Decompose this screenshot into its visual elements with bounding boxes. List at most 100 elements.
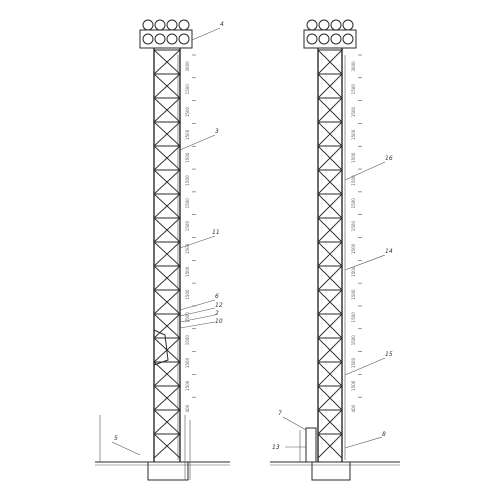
left-callout-2: 2 (179, 310, 219, 323)
left-tower: 3000 1500 1500 1500 1500 1500 1500 1500 1500 1500… (95, 19, 230, 481)
dimension-label: 1500 (351, 335, 356, 346)
right-floodlight-head (303, 19, 357, 49)
dimension-label: 1500 (351, 357, 356, 368)
left-callout-label: 10 (215, 318, 223, 325)
lattice-diagonal (153, 73, 181, 99)
dimension-label: 1500 (351, 289, 356, 300)
right-tower: 3000150015001500150015001500150015001500… (270, 19, 400, 481)
dimension-label: 1500 (185, 106, 190, 117)
lattice-diagonal (153, 409, 181, 435)
dimension-label: 1500 (185, 266, 190, 277)
left-callout-label: 4 (220, 21, 224, 28)
dimension-label: 1500 (185, 129, 190, 140)
left-callout-label: 3 (215, 128, 219, 135)
right-callout-16: 16 (344, 155, 393, 181)
lattice-diagonal (317, 193, 343, 219)
dimension-label: 1500 (351, 198, 356, 209)
dimension-label: 1500 (351, 175, 356, 186)
lattice-diagonal (153, 121, 181, 147)
lattice-diagonal (153, 145, 181, 171)
dimension-label: 3000 (185, 61, 190, 72)
lattice-diagonal (317, 433, 343, 459)
right-callout-8: 8 (344, 431, 386, 449)
right-foundation (270, 427, 400, 481)
left-callout-12: 12 (179, 302, 223, 317)
lattice-diagonal (317, 217, 343, 243)
dimension-label: 1500 (185, 84, 190, 95)
lattice-diagonal (317, 313, 343, 339)
lattice-diagonal (153, 49, 181, 75)
dimension-label: 1500 (185, 221, 190, 232)
lattice-diagonal (317, 265, 343, 291)
right-lattice-bracing (317, 49, 343, 459)
lattice-diagonal (317, 169, 343, 195)
lattice-diagonal (153, 241, 181, 267)
dimension-label: 1500 (185, 380, 190, 391)
left-callout-label: 6 (215, 293, 219, 300)
lattice-diagonal (317, 385, 343, 411)
left-callout-label: 12 (215, 302, 223, 309)
left-callout-3: 3 (179, 128, 219, 151)
left-dimension-column: 3000 1500 1500 1500 1500 1500 1500 1500 1500 1500… (185, 54, 196, 412)
left-callout-5: 5 (111, 435, 141, 456)
lattice-diagonal (317, 73, 343, 99)
left-callout-label: 5 (114, 435, 118, 442)
right-callout-label: 15 (385, 351, 393, 358)
right-callout-label: 8 (382, 431, 386, 438)
dimension-label: 1500 (351, 266, 356, 277)
lattice-diagonal (317, 289, 343, 315)
left-callout-6: 6 (179, 293, 219, 311)
dimension-label: 1500 (185, 335, 190, 346)
lattice-diagonal (317, 409, 343, 435)
lattice-diagonal (153, 385, 181, 411)
lattice-diagonal (317, 97, 343, 123)
left-callouts: 4 3 11 6 12 2 (111, 21, 224, 456)
left-callout-label: 11 (212, 229, 220, 236)
lattice-diagonal (153, 169, 181, 195)
dimension-label: 1500 (351, 312, 356, 323)
lattice-diagonal (153, 193, 181, 219)
right-dimension-column: 3000150015001500150015001500150015001500… (351, 54, 362, 412)
lattice-diagonal (153, 433, 181, 459)
dimension-label: 1500 (351, 152, 356, 163)
dimension-label: 1500 (185, 357, 190, 368)
lattice-diagonal (153, 265, 181, 291)
dimension-label: 1500 (351, 221, 356, 232)
right-callout-15: 15 (344, 351, 393, 376)
right-callouts: 16 14 15 7 13 8 (272, 155, 393, 451)
lattice-diagonal (317, 49, 343, 75)
lattice-diagonal (153, 289, 181, 315)
dimension-label: 1500 (351, 380, 356, 391)
dimension-label: 1500 (351, 243, 356, 254)
lattice-diagonal (153, 97, 181, 123)
dimension-label: 1500 (351, 129, 356, 140)
lattice-diagonal (317, 121, 343, 147)
dimension-label: 1500 (185, 198, 190, 209)
left-callout-11: 11 (179, 229, 220, 249)
dimension-label: 1500 (185, 312, 190, 323)
lattice-diagonal (317, 361, 343, 387)
dimension-label: 1500 (351, 106, 356, 117)
left-lattice-bracing (153, 49, 181, 459)
right-callout-13: 13 (272, 444, 306, 451)
right-callout-14: 14 (344, 248, 393, 271)
right-callout-label: 16 (385, 155, 393, 162)
right-callout-label: 14 (385, 248, 393, 255)
lattice-diagonal (317, 337, 343, 363)
left-cable-offset (153, 329, 169, 366)
dimension-label: 1500 (185, 152, 190, 163)
lattice-diagonal (153, 361, 181, 387)
lattice-diagonal (317, 241, 343, 267)
dimension-label: 1500 (185, 243, 190, 254)
left-foundation (95, 415, 230, 481)
dimension-label: 1500 (351, 84, 356, 95)
lattice-diagonal (153, 313, 181, 339)
left-floodlight-head (139, 19, 193, 49)
right-callout-7: 7 (278, 410, 307, 431)
dimension-label: 1500 (185, 175, 190, 186)
dimension-label: 400 (185, 404, 190, 412)
dimension-label: 1500 (185, 289, 190, 300)
left-callout-label: 2 (215, 310, 219, 317)
left-callout-10: 10 (179, 318, 223, 329)
